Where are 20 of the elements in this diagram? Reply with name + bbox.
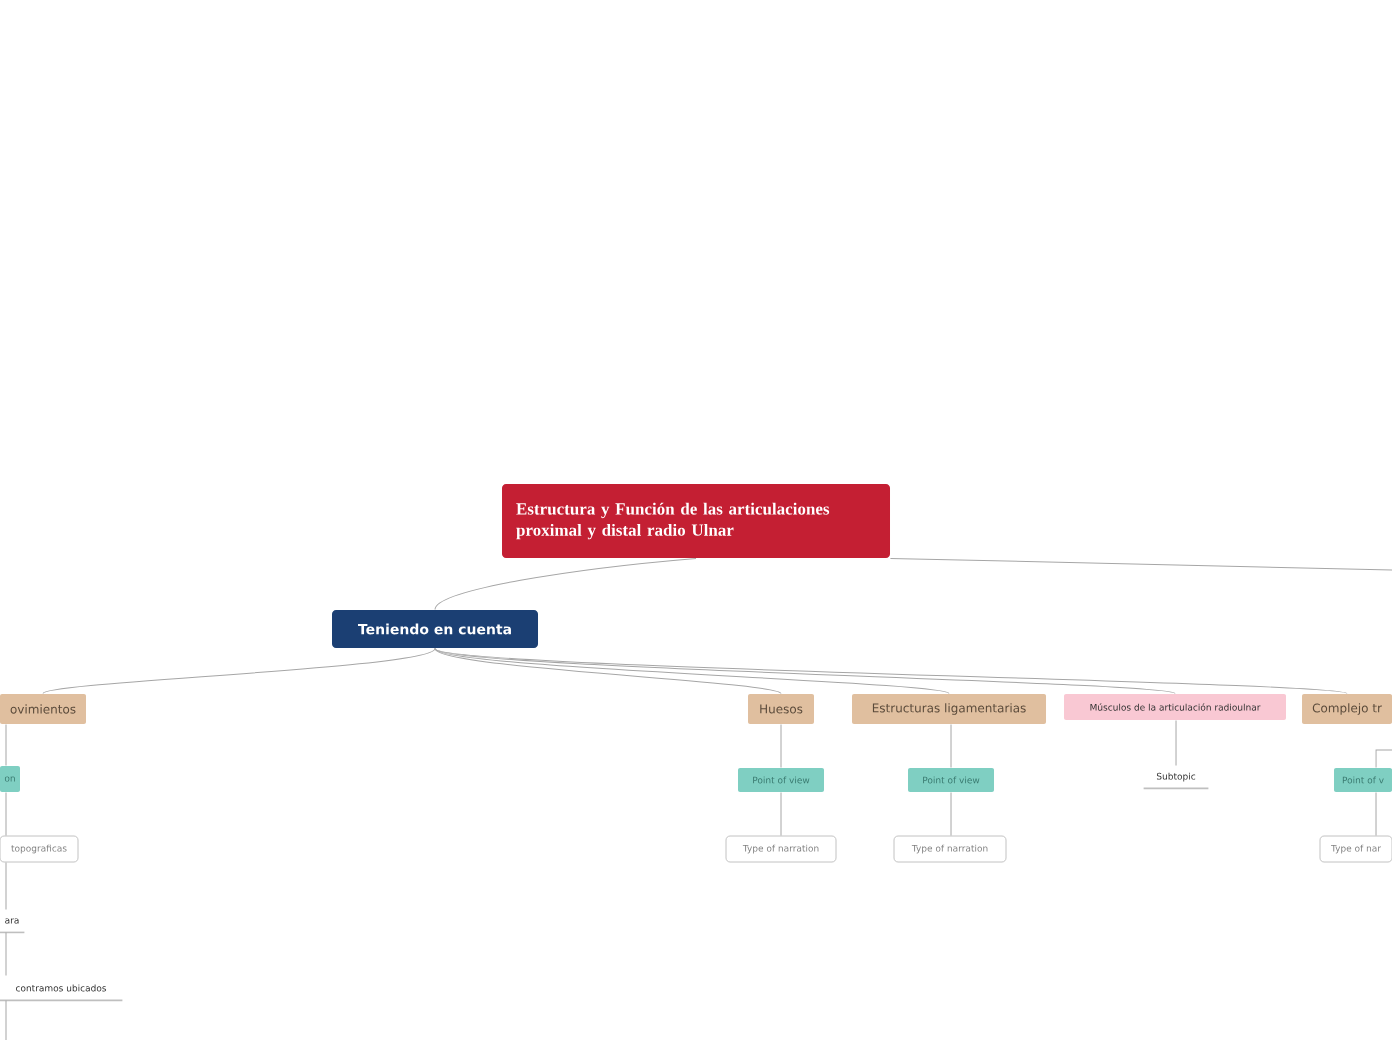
central-topic-box: Estructura y Función de las articulaciones proximal y distal radio Ulnar	[502, 484, 890, 558]
connector-line	[5, 861, 7, 911]
connector-line	[5, 931, 7, 977]
connector-line	[42, 647, 436, 695]
connector-line	[1375, 749, 1392, 769]
connector-line	[434, 647, 1348, 695]
connector-line	[5, 791, 7, 837]
connector-line	[889, 557, 1392, 571]
connector-line	[434, 647, 950, 695]
connector-line	[780, 791, 782, 837]
connector-line	[950, 723, 952, 769]
connector-line	[434, 647, 782, 695]
connector-line	[434, 557, 697, 611]
connector-line	[5, 723, 7, 767]
connector-line	[780, 723, 782, 769]
connector-line	[434, 647, 1176, 695]
connector-line	[1175, 719, 1177, 767]
connector-line	[5, 999, 7, 1040]
connector-line	[1375, 791, 1377, 837]
connector-line	[950, 791, 952, 837]
